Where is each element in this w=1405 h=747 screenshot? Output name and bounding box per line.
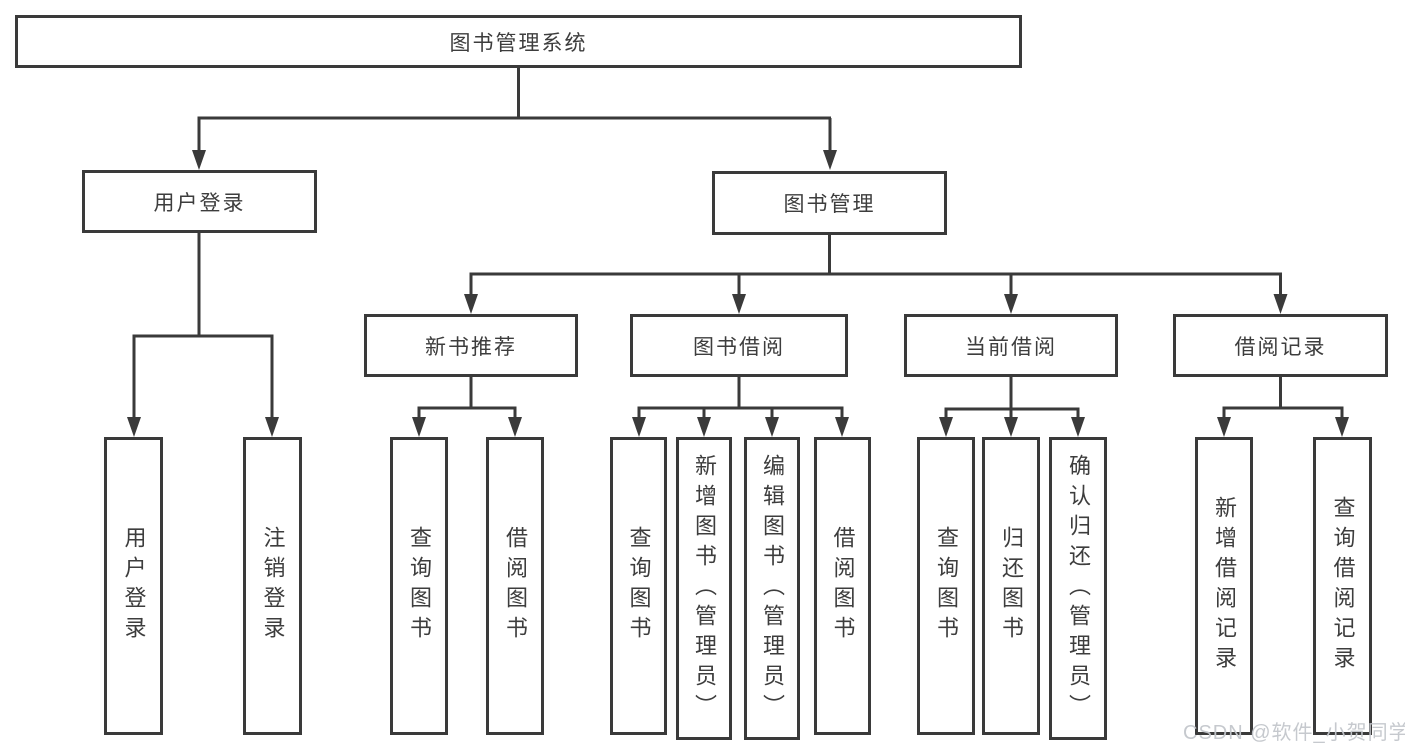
node-book-management-system: 图书管理系统 (15, 15, 1022, 68)
arrowhead-book-management (823, 150, 837, 170)
node-label: 借阅图书 (830, 526, 856, 646)
leaf-query-books-current: 查询图书 (917, 437, 975, 735)
node-label: 新书推荐 (425, 335, 517, 359)
arrowhead-user-login (192, 150, 206, 170)
node-label: 用户登录 (153, 191, 246, 215)
node-current-borrow: 当前借阅 (904, 314, 1118, 377)
node-label: 查询图书 (626, 526, 652, 646)
leaf-query-books-recommend: 查询图书 (390, 437, 448, 735)
node-label: 图书管理 (783, 193, 876, 216)
node-label: 借阅图书 (503, 526, 528, 646)
leaf-confirm-return-admin: 确认归还（管理员） (1049, 437, 1107, 740)
node-label: 图书管理系统 (449, 31, 588, 55)
leaf-edit-books-admin: 编辑图书（管理员） (744, 437, 800, 740)
leaf-borrow-books-recommend: 借阅图书 (486, 437, 544, 735)
leaf-query-borrow-record: 查询借阅记录 (1313, 437, 1372, 735)
node-borrow-records: 借阅记录 (1173, 314, 1388, 377)
node-label: 注销登录 (260, 526, 286, 646)
node-user-login: 用户登录 (82, 170, 317, 233)
leaf-add-books-admin: 新增图书（管理员） (676, 437, 732, 740)
leaf-borrow-books: 借阅图书 (814, 437, 871, 735)
node-label: 图书借阅 (693, 335, 785, 359)
node-book-management: 图书管理 (712, 171, 947, 235)
node-label: 查询借阅记录 (1330, 496, 1356, 676)
node-label: 新增借阅记录 (1212, 496, 1237, 676)
node-label: 当前借阅 (965, 335, 1057, 359)
node-label: 确认归还（管理员） (1066, 453, 1091, 724)
node-label: 借阅记录 (1234, 335, 1327, 359)
node-label: 编辑图书（管理员） (760, 453, 785, 724)
node-new-book-recommend: 新书推荐 (364, 314, 578, 377)
leaf-return-books: 归还图书 (982, 437, 1040, 735)
leaf-user-login: 用户登录 (104, 437, 163, 735)
node-label: 归还图书 (999, 526, 1024, 646)
leaf-logout: 注销登录 (243, 437, 302, 735)
node-label: 查询图书 (407, 526, 432, 646)
node-label: 用户登录 (121, 526, 147, 646)
leaf-query-books-borrow: 查询图书 (610, 437, 667, 735)
node-label: 新增图书（管理员） (692, 453, 717, 724)
node-book-borrow: 图书借阅 (630, 314, 848, 377)
node-label: 查询图书 (934, 526, 959, 646)
csdn-watermark: CSDN @软件_小贺同学 (1183, 722, 1405, 744)
leaf-add-borrow-record: 新增借阅记录 (1195, 437, 1253, 735)
